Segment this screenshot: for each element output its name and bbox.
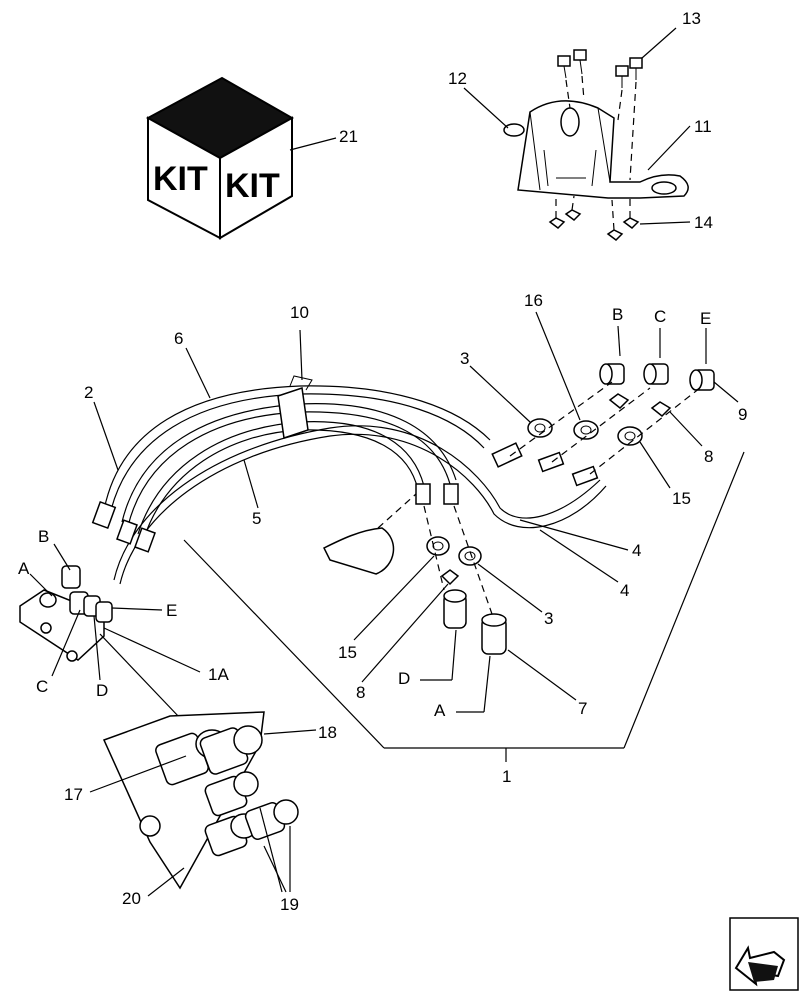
callout: 15 [672,489,691,508]
callout: 15 [338,643,357,662]
callout: 5 [252,509,261,528]
right-fittings [527,363,715,446]
callout: E [700,309,711,328]
callout: 3 [460,349,469,368]
kit-label-left: KIT [153,160,208,198]
callout: E [166,601,177,620]
callout: 14 [694,213,713,232]
callout: 4 [620,581,629,600]
callout: 8 [356,683,365,702]
hose-bundle [91,375,607,585]
callout: A [18,559,30,578]
left-arrow-icon[interactable] [729,917,799,991]
callout: C [654,307,666,326]
callout: D [398,669,410,688]
callout: 7 [578,699,587,718]
kit-box: KIT KIT [145,76,295,240]
callout: 18 [318,723,337,742]
callout: 20 [122,889,141,908]
callout: 8 [704,447,713,466]
callout: 19 [280,895,299,914]
callout: 3 [544,609,553,628]
callout: 1 [502,767,511,786]
lower-fittings [426,536,507,655]
callout: 1A [208,665,229,684]
callout: 4 [632,541,641,560]
callout: C [36,677,48,696]
callout: 17 [64,785,83,804]
callout: 6 [174,329,183,348]
callout: 2 [84,383,93,402]
callout: D [96,681,108,700]
bracket-assembly [503,49,689,241]
callout: 21 [339,127,358,146]
connector-detail [102,711,299,890]
callout: A [434,701,446,720]
callout: B [38,527,49,546]
callout: 12 [448,69,467,88]
kit-label-right: KIT [225,167,280,205]
callout: 16 [524,291,543,310]
callout: 13 [682,9,701,28]
callout: B [612,305,623,324]
callout-labels: 21 12 13 11 14 10 6 16 B C E 2 3 9 8 5 1… [18,9,747,914]
callout: 10 [290,303,309,322]
callout: 9 [738,405,747,424]
valve-block [19,565,113,662]
callout: 11 [694,117,712,136]
